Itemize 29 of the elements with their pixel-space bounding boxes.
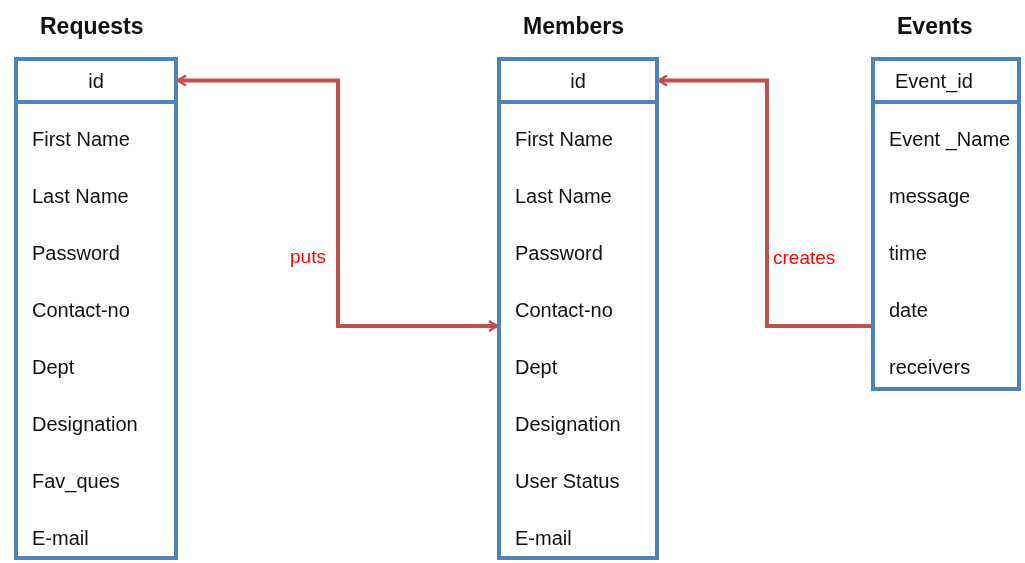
field-name: Last Name: [515, 183, 612, 209]
field-name: message: [889, 183, 971, 209]
field-name: Designation: [32, 411, 138, 437]
field-name: Fav_ques: [32, 468, 120, 495]
field-name: User Status: [515, 468, 620, 494]
field-name: E-mail: [32, 525, 89, 551]
field-name: Password: [32, 240, 120, 266]
field-name: time: [889, 240, 927, 266]
field-name: Dept: [515, 354, 558, 380]
key-field-box: id: [501, 61, 655, 104]
field-name: First Name: [515, 126, 613, 152]
field-name: Last Name: [32, 183, 129, 209]
relation-arrow: [657, 74, 871, 328]
field-name: Event _Name: [889, 126, 1011, 153]
key-field-box: id: [18, 61, 174, 104]
field-name: date: [889, 297, 928, 323]
field-name: Contact-no: [32, 297, 130, 323]
field-name: E-mail: [515, 525, 572, 551]
key-field-box: Event_id: [875, 61, 1017, 104]
field-name: Designation: [515, 411, 621, 437]
relation-arrow: [176, 74, 499, 333]
table-title: Requests: [40, 12, 144, 41]
field-name: receivers: [889, 354, 971, 380]
field-name: Contact-no: [515, 297, 613, 323]
field-name: First Name: [32, 126, 130, 152]
table-title: Events: [897, 12, 973, 41]
field-name: Dept: [32, 354, 75, 380]
table-title: Members: [523, 12, 624, 41]
field-name: Password: [515, 240, 603, 266]
